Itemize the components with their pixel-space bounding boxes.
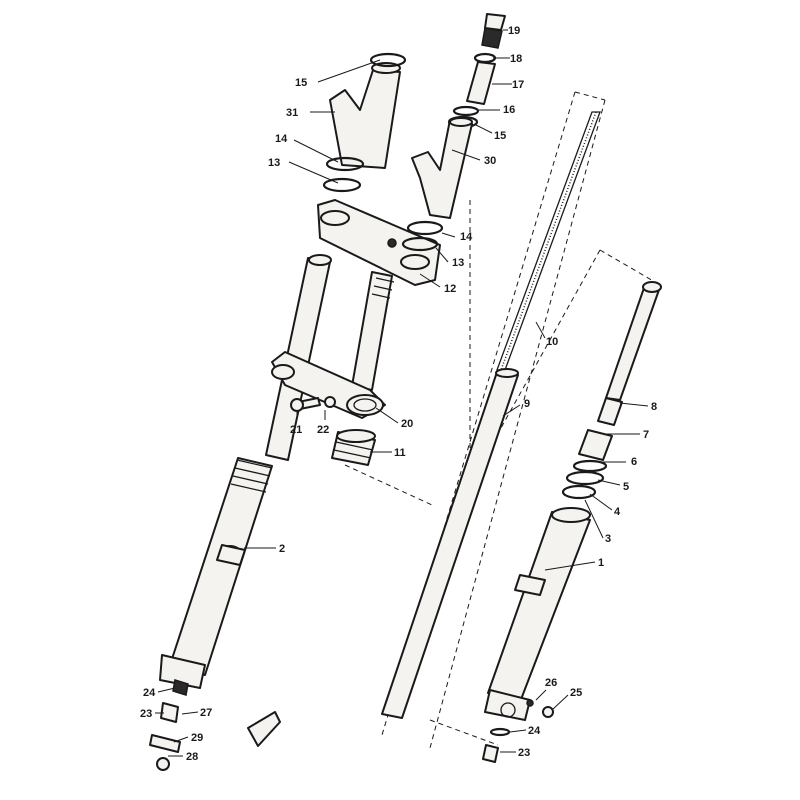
callout-6: 6 [631, 456, 637, 468]
front-indicator-badge [247, 711, 281, 747]
callout-13-left: 13 [268, 157, 280, 169]
left-outer-tube [169, 457, 273, 676]
right-upper-parts [401, 13, 506, 252]
callout-2: 2 [279, 543, 285, 555]
callout-16: 16 [503, 104, 515, 116]
right-fork-assembly [482, 281, 662, 763]
callout-9: 9 [524, 398, 530, 410]
dust-boot [331, 429, 376, 466]
right-outer-tube [487, 511, 591, 703]
headlight-bracket-left [329, 69, 401, 169]
left-fork-assembly [149, 199, 441, 771]
callout-4: 4 [614, 506, 621, 518]
cap-bolt [484, 13, 506, 31]
callout-25: 25 [570, 687, 582, 699]
callout-27: 27 [200, 707, 212, 719]
callout-15-left: 15 [295, 77, 307, 89]
callout-31: 31 [286, 107, 298, 119]
callout-5: 5 [623, 481, 629, 493]
callout-7: 7 [643, 429, 649, 441]
callout-23-right: 23 [518, 747, 530, 759]
callout-18: 18 [510, 53, 522, 65]
callout-13-right: 13 [452, 257, 464, 269]
left-inner-tube-cap [308, 254, 332, 266]
callout-3: 3 [605, 533, 611, 545]
leader-lines [155, 29, 649, 757]
callout-22: 22 [317, 424, 329, 436]
left-upper-parts [322, 52, 407, 193]
callout-19: 19 [508, 25, 520, 37]
callout-labels: 15 31 14 13 19 18 17 16 15 30 14 13 12 1… [140, 25, 657, 763]
callout-12: 12 [444, 283, 456, 295]
callout-30: 30 [484, 155, 496, 167]
callout-11: 11 [394, 447, 406, 459]
fork-spring [496, 111, 601, 371]
right-inner-tube [351, 271, 393, 391]
callout-24-left: 24 [143, 687, 156, 699]
callout-29: 29 [191, 732, 203, 744]
callout-14-left: 14 [275, 133, 288, 145]
callout-23-left: 23 [140, 708, 152, 720]
callout-17: 17 [512, 79, 524, 91]
damper-tube [381, 368, 519, 719]
callout-10: 10 [546, 336, 558, 348]
callout-26: 26 [545, 677, 557, 689]
callout-14-right: 14 [460, 231, 473, 243]
callout-1: 1 [598, 557, 604, 569]
callout-15-right: 15 [494, 130, 506, 142]
oil-lock-piece [578, 429, 613, 461]
damper-rod [605, 284, 661, 401]
washer [324, 396, 336, 408]
callout-24-right: 24 [528, 725, 541, 737]
headlight-bracket-right [411, 119, 473, 219]
callout-28: 28 [186, 751, 198, 763]
callout-8: 8 [651, 401, 657, 413]
callout-20: 20 [401, 418, 413, 430]
spacer [466, 61, 496, 105]
callout-21: 21 [290, 424, 302, 436]
